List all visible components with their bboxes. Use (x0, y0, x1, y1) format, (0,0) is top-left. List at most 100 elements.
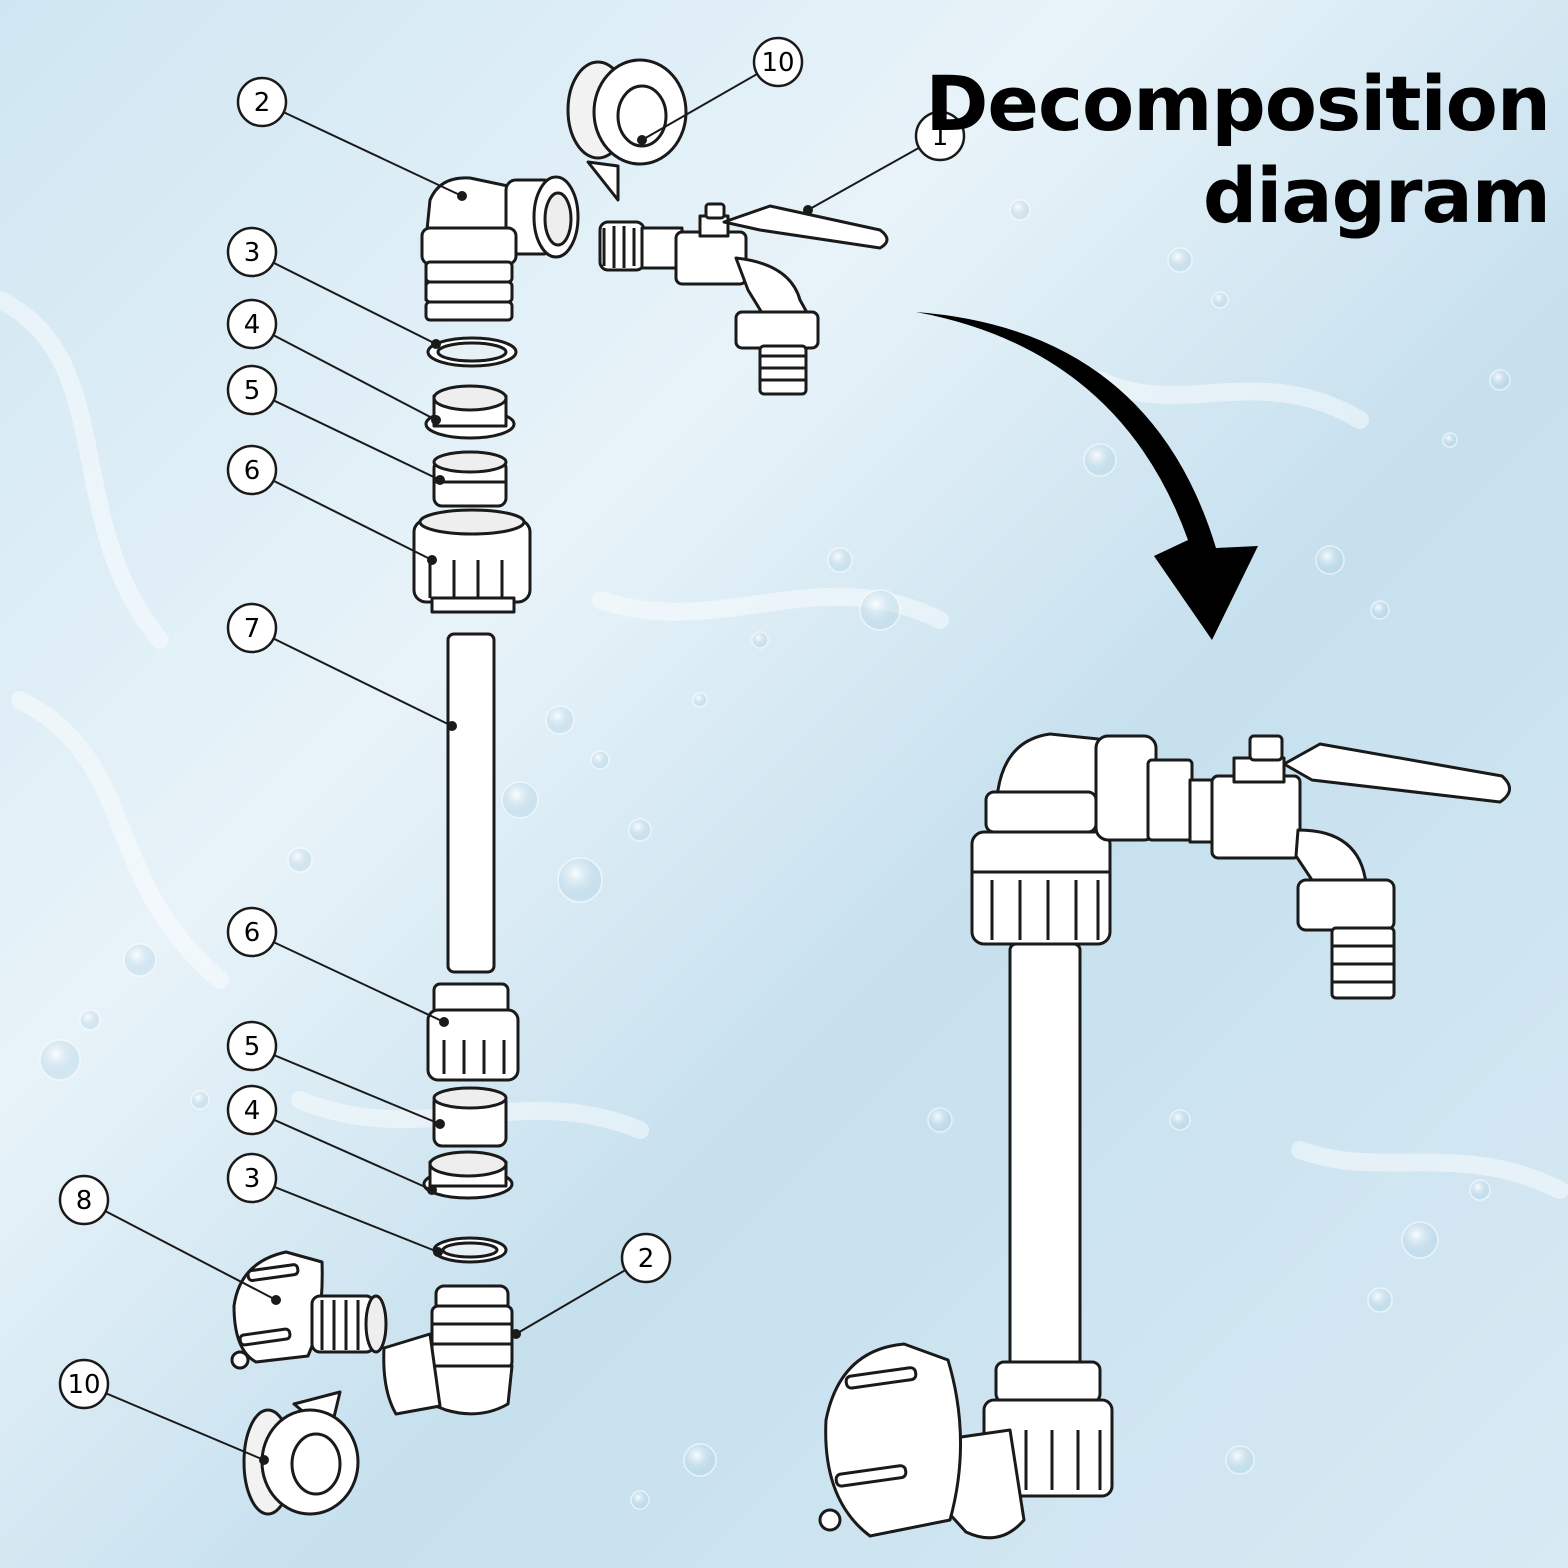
title-line-1: Decomposition (925, 59, 1551, 148)
callout-circle (914, 110, 966, 162)
water-bubble (557, 857, 603, 903)
callout-number: 2 (254, 88, 271, 118)
leader-line (83, 1383, 265, 1461)
washer-top (424, 384, 516, 440)
water-bubble (1009, 199, 1031, 221)
leader-endpoint (439, 1017, 449, 1027)
water-bubble (1489, 369, 1511, 391)
part-callout-5: 5 (226, 364, 278, 416)
callout-number: 6 (244, 456, 261, 486)
part-callout-3: 3 (226, 226, 278, 278)
leader-line (261, 101, 463, 197)
callout-number: 4 (244, 310, 261, 340)
leader-endpoint (433, 1247, 443, 1257)
water-bubble (692, 692, 708, 708)
leader-endpoint (435, 475, 445, 485)
water-bubble (630, 1490, 650, 1510)
union-nut-bottom (426, 982, 520, 1082)
part-callout-6: 6 (226, 444, 278, 496)
washer-bottom (422, 1150, 514, 1200)
callout-circle (226, 1084, 278, 1136)
water-bubble (1167, 247, 1193, 273)
water-bubble (1367, 1287, 1393, 1313)
compression-ring-bottom (432, 1086, 508, 1148)
callout-number: 5 (244, 376, 261, 406)
water-bubble (1211, 291, 1229, 309)
ibc-adapter (230, 1250, 388, 1370)
leader-lines (83, 61, 941, 1465)
callout-number: 3 (244, 1164, 261, 1194)
leader-line (83, 1199, 277, 1301)
water-bubble (827, 547, 853, 573)
callout-circle (226, 364, 278, 416)
callout-circle (226, 1020, 278, 1072)
leader-line (251, 627, 453, 727)
leader-endpoint (447, 721, 457, 731)
water-bubble (927, 1107, 953, 1133)
water-bubble (590, 750, 610, 770)
leader-line (251, 469, 433, 561)
callout-circle (58, 1358, 110, 1410)
water-bubble (123, 943, 157, 977)
elbow-bottom (382, 1284, 514, 1416)
water-bubble (683, 1443, 717, 1477)
water-bubble (545, 705, 575, 735)
water-bubble (287, 847, 313, 873)
o-ring-top (426, 336, 518, 368)
water-bubble (1370, 600, 1390, 620)
water-bubble (501, 781, 539, 819)
leader-line (251, 389, 441, 481)
water-bubble (1169, 1109, 1191, 1131)
leader-endpoint (511, 1329, 521, 1339)
union-nut-top (412, 508, 532, 614)
leader-line (251, 1045, 441, 1125)
callout-number: 10 (67, 1370, 100, 1400)
callout-number: 7 (244, 614, 261, 644)
leader-line (641, 61, 779, 141)
callout-markers: 2 10 1 3 4 5 6 7 6 5 4 3 8 2 10 (58, 36, 966, 1410)
leader-line (251, 323, 437, 421)
pipe (446, 632, 496, 974)
callout-circle (226, 226, 278, 278)
leader-endpoint (427, 555, 437, 565)
water-streaks (0, 291, 1568, 1199)
callout-circle (226, 1152, 278, 1204)
callout-number: 5 (244, 1032, 261, 1062)
water-bubble (628, 818, 652, 842)
water-bubble (1225, 1445, 1255, 1475)
callout-number: 8 (76, 1186, 93, 1216)
callout-number: 1 (932, 122, 949, 152)
direction-arrow (916, 312, 1258, 640)
part-callout-5: 5 (226, 1020, 278, 1072)
callout-circle (752, 36, 804, 88)
callout-number: 10 (761, 48, 794, 78)
part-callout-2: 2 (236, 76, 288, 128)
part-callout-6: 6 (226, 906, 278, 958)
leader-line (251, 1177, 439, 1253)
water-bubble (1401, 1221, 1439, 1259)
callout-circle (226, 444, 278, 496)
callout-circle (236, 76, 288, 128)
leader-endpoint (431, 339, 441, 349)
part-callout-4: 4 (226, 298, 278, 350)
leader-line (251, 251, 437, 345)
callout-circle (226, 906, 278, 958)
part-callout-10: 10 (58, 1358, 110, 1410)
water-bubble (859, 589, 901, 631)
callout-number: 4 (244, 1096, 261, 1126)
callout-circle (620, 1232, 672, 1284)
water-bubble (1083, 443, 1117, 477)
leader-endpoint (435, 1119, 445, 1129)
compression-ring-top (432, 450, 508, 508)
leader-line (251, 931, 445, 1023)
diagram-title: Decomposition diagram (925, 58, 1551, 242)
part-callout-8: 8 (58, 1174, 110, 1226)
leader-endpoint (259, 1455, 269, 1465)
part-callout-4: 4 (226, 1084, 278, 1136)
o-ring-bottom (432, 1236, 508, 1264)
exploded-parts (230, 58, 889, 1516)
callout-number: 2 (638, 1244, 655, 1274)
assembled-unit (818, 732, 1511, 1540)
callout-circle (58, 1174, 110, 1226)
